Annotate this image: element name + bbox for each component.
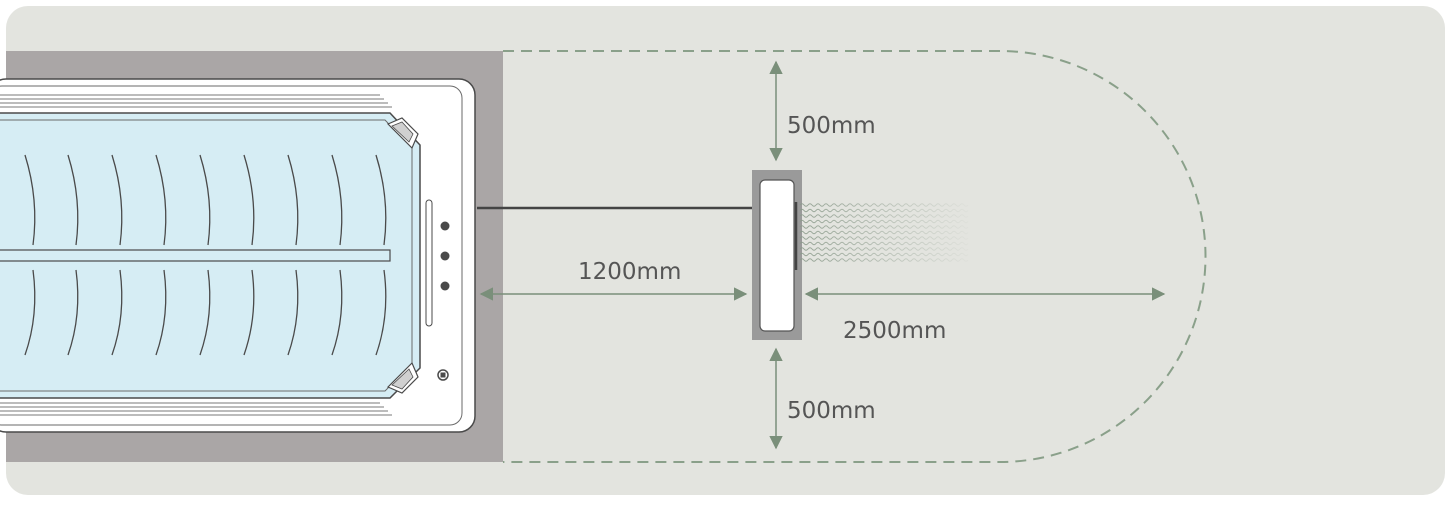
heat-wave-icon (799, 203, 969, 262)
jet-curve-top (331, 154, 343, 246)
swim-spa (0, 78, 476, 433)
jet-curve-bottom (243, 269, 255, 356)
heat-wave-line (799, 225, 969, 229)
heat-wave-line (799, 258, 969, 262)
spa-jet-curves (24, 154, 387, 356)
spa-center-divider (0, 249, 391, 262)
heat-wave-line (799, 230, 969, 235)
jet-curve-top (24, 154, 36, 246)
spa-control-panel (425, 199, 433, 327)
jet-curve-bottom (199, 269, 211, 356)
jet-curve-bottom (375, 269, 387, 356)
top-clearance-label: 500mm (787, 113, 876, 139)
jet-curve-top (155, 154, 167, 246)
spa-bottom-ledge (0, 402, 392, 416)
bottom-clearance-label: 500mm (787, 398, 876, 424)
heat-wave-line (799, 236, 969, 240)
spa-corner-step-top (386, 117, 419, 150)
patio-heater (752, 170, 802, 340)
heat-coverage-zone (503, 50, 1207, 463)
jet-curve-top (375, 154, 387, 246)
spa-water-inner-edge (0, 119, 413, 392)
jet-curve-top (287, 154, 299, 246)
jet-curve-bottom (287, 269, 299, 356)
jet-curve-bottom (67, 269, 79, 356)
heat-wave-line (799, 247, 969, 251)
jet-curve-top (67, 154, 79, 246)
jet-curve-top (199, 154, 211, 246)
jet-curve-top (243, 154, 255, 246)
drain-icon (437, 369, 449, 381)
heat-wave-line (799, 208, 969, 213)
heat-wave-line (799, 252, 969, 257)
heat-wave-line (799, 203, 969, 207)
heat-wave-line (799, 219, 969, 224)
round-button-icon (440, 221, 450, 291)
heat-wave-line (799, 241, 969, 246)
heat-reach-label: 2500mm (843, 318, 946, 344)
jet-curve-bottom (111, 269, 123, 356)
pool-distance-label: 1200mm (578, 259, 681, 285)
spa-inner-rim (0, 85, 463, 426)
spa-top-ledge (0, 94, 392, 108)
spa-corner-step-bottom (386, 361, 419, 394)
jet-curve-top (111, 154, 123, 246)
heater-body (759, 179, 795, 332)
jet-curve-bottom (331, 269, 343, 356)
jet-curve-bottom (155, 269, 167, 356)
heat-wave-line (799, 214, 969, 218)
jet-curve-bottom (24, 269, 36, 356)
